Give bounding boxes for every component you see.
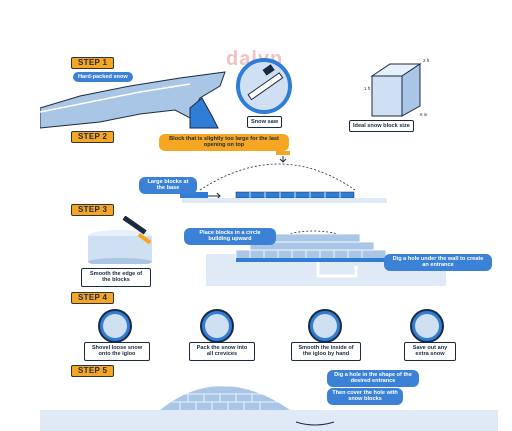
pack-snow-icon [200,309,234,343]
hard-packed-snow-label: Hard-packed snow [73,72,133,83]
smooth-edge-illustration [88,216,152,264]
shovel-snow-icon [98,309,132,343]
step4-item-3: Smooth the inside of the igloo by hand [291,342,361,361]
smooth-inside-icon [308,309,342,343]
finished-igloo-diagram [40,377,498,431]
large-blocks-label: Large blocks at the base [139,177,197,194]
snow-saw-icon [236,58,292,114]
dim-top: 2 ft [423,58,430,63]
step-3-badge: STEP 3 [71,204,115,216]
circle-building-label: Place blocks in a circle building upward [184,228,276,245]
dim-bottom: 6 in [420,112,428,117]
step-1-badge: STEP 1 [71,57,115,69]
step-5-badge: STEP 5 [71,365,115,377]
last-block-callout: Block that is slightly too large for the… [159,134,289,151]
hard-packed-snow-illustration [40,71,226,129]
snow-ground-2 [182,198,387,203]
snow-saw-label: Snow saw [247,116,283,129]
extra-snow-icon [410,309,444,343]
step-4-badge: STEP 4 [71,292,115,304]
step4-item-2: Pack the snow into all crevices [189,342,255,361]
step4-item-1: Shovel loose snow onto the igloo [84,342,150,361]
entrance-hole-label: Dig a hole under the wall to create an e… [384,254,492,271]
smooth-edge-label: Smooth the edge of the blocks [81,268,151,287]
dim-side: 1 ft [364,86,371,91]
igloo-walls-diagram [206,230,446,286]
snow-block-size-illustration [370,63,422,117]
step4-item-4: Save out any extra snow [404,342,456,361]
ideal-block-label: Ideal snow block size [349,120,414,133]
step-2-badge: STEP 2 [71,131,115,143]
cover-hole-label: Then cover the hole with snow blocks [327,388,403,405]
igloo-base-diagram [180,151,356,200]
entrance-shape-label: Dig a hole in the shape of the desired e… [327,370,419,387]
